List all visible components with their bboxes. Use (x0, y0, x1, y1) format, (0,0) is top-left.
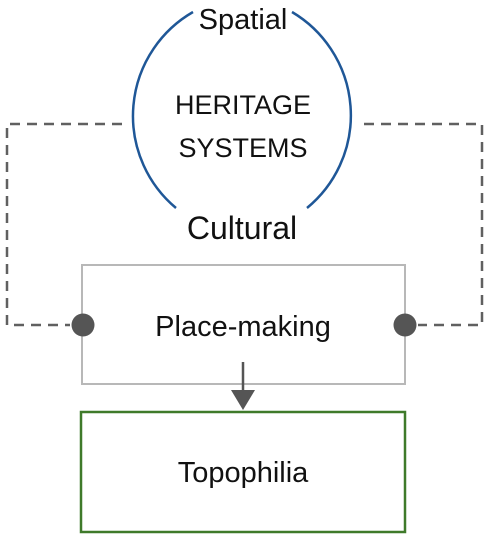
topophilia-label: Topophilia (178, 457, 309, 489)
right-connector-dot (393, 313, 417, 337)
topophilia-box (79, 410, 407, 534)
spatial-label: Spatial (199, 4, 288, 36)
right-dashed-connector (364, 122, 484, 327)
left-dashed-connector (5, 122, 122, 327)
heritage-label: HERITAGE (175, 90, 311, 120)
circle-left-arc (131, 10, 194, 209)
circle-right-arc (291, 10, 353, 209)
systems-label: SYSTEMS (178, 133, 307, 163)
down-arrow (231, 362, 255, 410)
place-making-label: Place-making (155, 311, 331, 343)
heritage-systems-circle (131, 10, 353, 209)
cultural-label: Cultural (187, 210, 297, 246)
left-connector-dot (71, 313, 95, 337)
